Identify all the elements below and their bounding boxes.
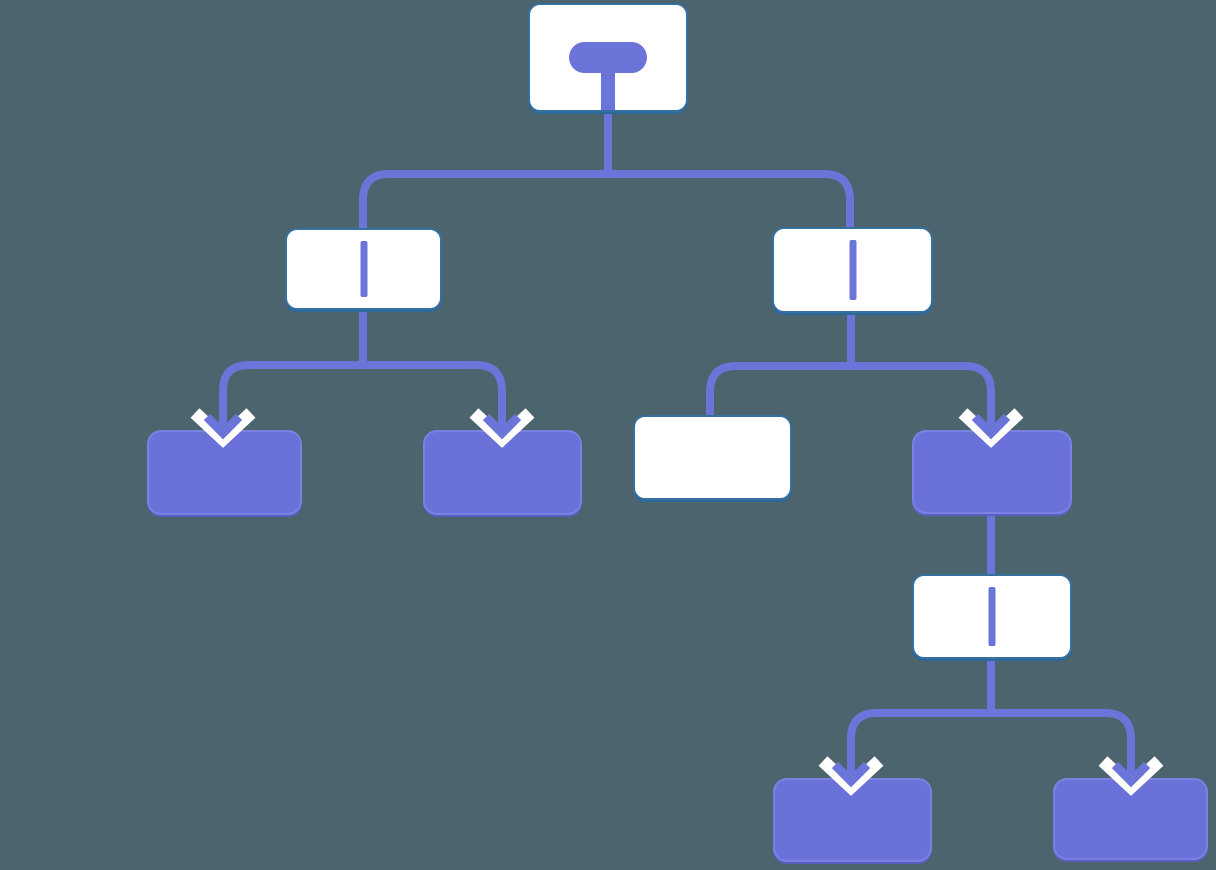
node-leaf-2[interactable] <box>423 430 582 515</box>
vertical-bar-icon <box>360 241 367 297</box>
node-branch-left[interactable] <box>285 228 442 310</box>
root-pill-icon <box>569 42 647 73</box>
node-leaf-1[interactable] <box>147 430 302 515</box>
vertical-bar-icon <box>849 240 856 300</box>
node-branch-bottom[interactable] <box>912 574 1072 659</box>
node-leaf-3[interactable] <box>773 778 932 862</box>
node-branch-right[interactable] <box>772 227 933 313</box>
node-child-white[interactable] <box>633 415 792 500</box>
node-root[interactable] <box>528 3 688 112</box>
node-leaf-4[interactable] <box>1053 778 1208 860</box>
root-pill-stem-icon <box>601 69 615 110</box>
node-child-purple[interactable] <box>912 430 1072 514</box>
vertical-bar-icon <box>988 587 996 646</box>
